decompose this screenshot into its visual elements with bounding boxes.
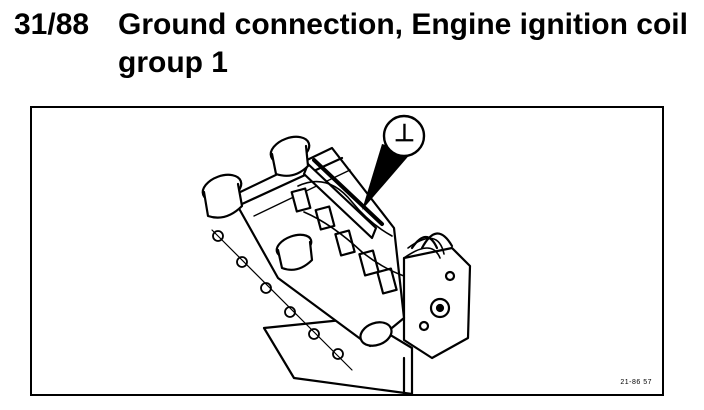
ground-symbol-icon: ⊥	[394, 120, 415, 147]
figure-reference: 21-86 57	[620, 379, 652, 386]
section-number: 31/88	[14, 8, 90, 41]
engine-ignition-coil-drawing	[201, 114, 472, 394]
engine-figure: ⊥ 21-86 57	[30, 106, 664, 396]
page-title: Ground connection, Engine ignition coil …	[118, 8, 688, 79]
